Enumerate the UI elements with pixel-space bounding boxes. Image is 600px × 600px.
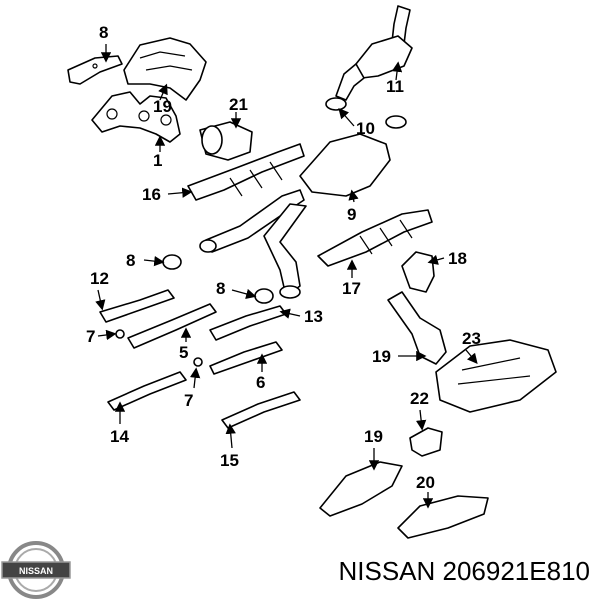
callout-15: 15: [220, 451, 239, 470]
callout-23: 23: [462, 329, 481, 348]
callout-10: 10: [356, 119, 375, 138]
callout-17: 17: [342, 279, 361, 298]
callout-3: 19: [153, 97, 172, 116]
part-heat-insulator-12: [99, 289, 175, 323]
callout-2: 8: [99, 23, 108, 42]
callout-21: 20: [416, 473, 435, 492]
part-heat-insulator-14: [107, 371, 187, 411]
callout-12: 12: [90, 269, 109, 288]
callout-14: 14: [110, 427, 129, 446]
callout-7a: 7: [86, 327, 95, 346]
part-pipe-gasket: [325, 97, 407, 129]
callout-13: 13: [304, 307, 323, 326]
callout-8b: 8: [216, 279, 225, 298]
part-left-exhaust-pipe: [187, 143, 305, 201]
part-heat-insulator-5: [127, 303, 217, 349]
part-exhaust-manifold: [91, 91, 181, 143]
callout-22: 22: [410, 389, 429, 408]
nissan-logo: NISSAN: [1, 541, 71, 599]
nissan-logo-text: NISSAN: [19, 566, 53, 576]
part-mount-bracket: [401, 251, 435, 293]
leader-lines: [95, 44, 478, 509]
part-tail-pipe: [387, 291, 447, 365]
callout-4: 21: [229, 95, 248, 114]
part-catalytic-converter: [199, 121, 253, 161]
callout-16: 16: [142, 185, 161, 204]
callout-11: 11: [386, 77, 404, 96]
callout-20: 19: [364, 427, 383, 446]
part-number-caption: NISSAN 206921E810: [338, 556, 590, 586]
callout-8a: 8: [126, 251, 135, 270]
part-heat-insulator-13: [209, 305, 287, 341]
callout-5: 5: [179, 343, 188, 362]
part-heat-insulator-15: [221, 391, 301, 429]
callout-6: 6: [256, 373, 265, 392]
callout-9: 9: [347, 205, 356, 224]
callout-7b: 7: [184, 391, 193, 410]
part-main-muffler: [199, 133, 391, 299]
part-heat-insulator-6: [209, 341, 283, 375]
part-heat-shield-bracket: [67, 55, 123, 85]
part-support-bracket: [409, 427, 443, 457]
callout-1: 1: [153, 151, 162, 170]
part-right-exhaust-pipe: [317, 209, 433, 267]
callout-19: 19: [372, 347, 391, 366]
part-clip: [115, 329, 203, 367]
part-under-cover: [435, 339, 557, 413]
part-manifold-heat-shield: [123, 37, 207, 101]
callout-labels: 8 19 1 21 11 10 16 9 8 8 17 18 12 13 7 5…: [86, 23, 481, 492]
part-rear-heat-shield: [397, 495, 489, 539]
callout-18: 18: [448, 249, 467, 268]
part-lower-heat-shield: [319, 461, 403, 517]
